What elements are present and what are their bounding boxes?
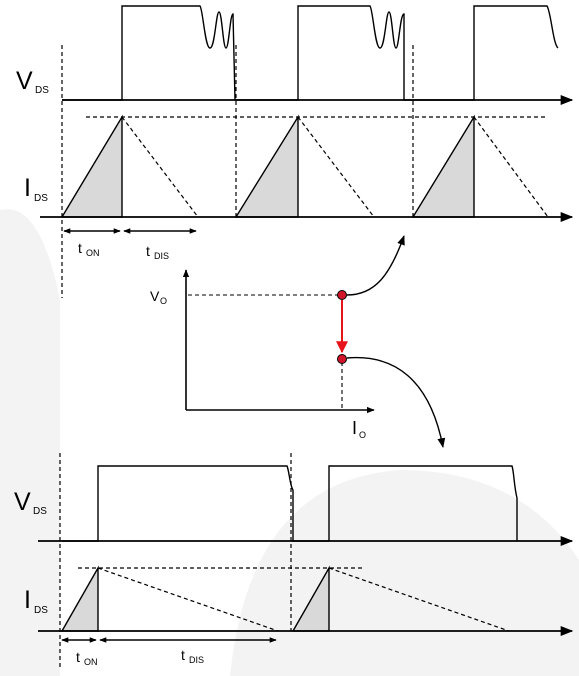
vds-top-label: V	[16, 67, 33, 95]
curve-arrow-to-top	[346, 235, 405, 296]
ton-top-label-sub: ON	[86, 248, 100, 258]
ton-top-label: t	[78, 240, 82, 256]
tdis-bottom-label-sub: DIS	[189, 655, 204, 665]
ids-top-pulse-1	[60, 114, 199, 218]
bottom-dashed-markers	[59, 453, 292, 668]
curve-arrow-to-bottom	[346, 356, 446, 448]
vds-bottom-label: V	[14, 488, 31, 516]
ids-top-label-sub: DS	[34, 193, 48, 204]
ton-bottom-label: t	[76, 649, 80, 665]
tdis-top-label: t	[146, 243, 150, 259]
ton-bottom-label-sub: ON	[84, 657, 98, 667]
tdis-bottom-label: t	[181, 647, 185, 663]
ids-top-label: I	[24, 174, 31, 202]
ids-bottom-label-sub: DS	[34, 605, 48, 616]
ids-top-pulse-2	[234, 114, 375, 218]
vo-label: V	[150, 288, 160, 304]
top-dashed-markers	[61, 45, 414, 298]
io-label: I	[352, 418, 357, 438]
tdis-top-label-sub: DIS	[154, 251, 169, 261]
io-label-sub: O	[359, 430, 366, 440]
ids-bottom-label: I	[24, 586, 31, 614]
vds-bottom-label-sub: DS	[33, 506, 47, 517]
operating-point-upper	[337, 290, 347, 300]
vds-top-label-sub: DS	[35, 85, 49, 96]
vo-label-sub: O	[160, 296, 167, 306]
ids-top-pulse-3	[411, 114, 549, 218]
operating-point-lower	[337, 354, 347, 364]
vds-top-waveform	[62, 5, 559, 101]
